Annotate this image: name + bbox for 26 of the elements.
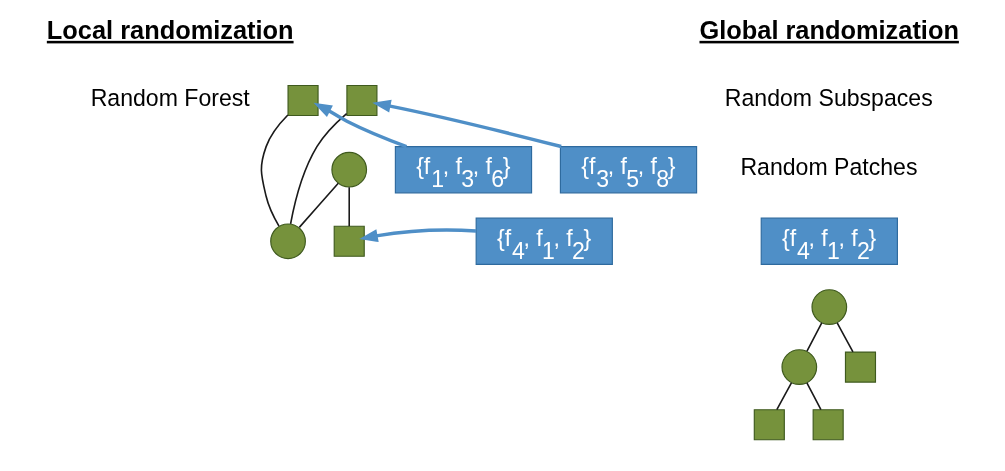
arrow — [371, 99, 562, 149]
connector — [289, 112, 347, 225]
node-box — [812, 409, 844, 441]
connector — [298, 182, 339, 229]
node-box — [345, 84, 377, 117]
label: Random Subspaces — [724, 85, 933, 112]
connector — [805, 381, 822, 411]
node-box — [844, 351, 876, 383]
node-box — [753, 409, 785, 441]
connector — [347, 186, 350, 227]
node-box — [286, 84, 319, 117]
node-circle — [780, 349, 817, 385]
connector — [805, 321, 823, 352]
connector — [775, 381, 792, 411]
connector — [835, 321, 854, 353]
node-box — [333, 225, 365, 257]
arrow — [313, 102, 407, 149]
label: Global randomization — [698, 15, 959, 44]
label: Local randomization — [46, 15, 294, 44]
node-circle — [269, 223, 306, 260]
connector — [260, 114, 289, 227]
arrow — [358, 228, 476, 243]
label: Random Forest — [90, 85, 250, 112]
label: Random Patches — [739, 154, 917, 181]
node-circle — [810, 289, 847, 325]
node-circle — [330, 151, 367, 188]
